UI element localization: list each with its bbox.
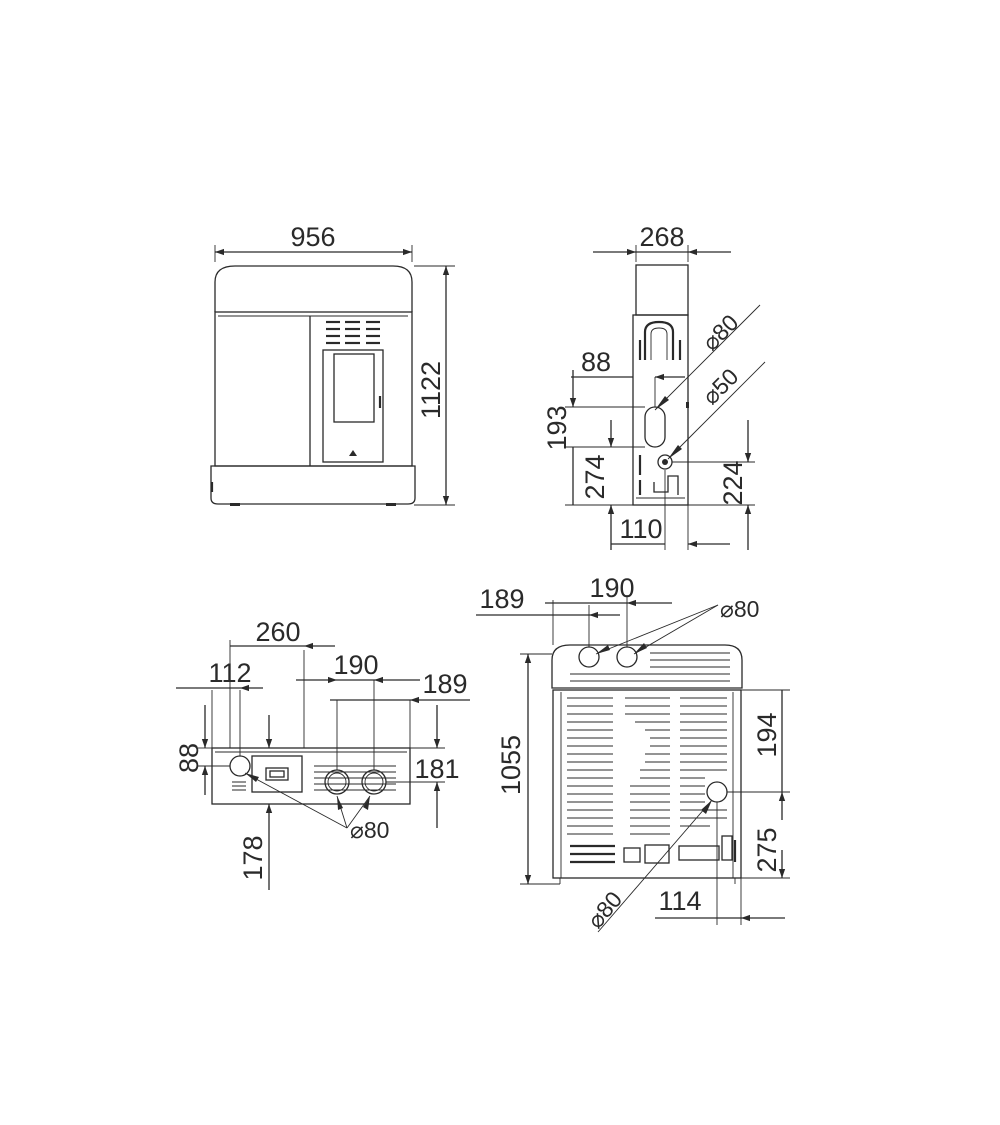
side-offset-110-label: 110: [619, 514, 662, 544]
top-112-label: 112: [208, 658, 251, 688]
top-189-label: 189: [422, 669, 467, 699]
side-depth-label: 268: [639, 222, 684, 252]
diameter-icon: ⌀: [350, 817, 364, 843]
front-width-label: 956: [290, 222, 335, 252]
rear-outlet-top-right: [616, 646, 638, 668]
side-flue-outlet: [644, 406, 666, 448]
top-88-label: 88: [174, 743, 204, 773]
front-grill: [326, 320, 380, 345]
front-view: 956 1122: [210, 222, 455, 506]
top-view: 260 112 190 189 88 181 178: [174, 617, 470, 890]
rear-top-diameter: ⌀80: [720, 596, 759, 622]
top-outlet-left: [229, 755, 251, 777]
top-181-label: 181: [414, 754, 459, 784]
rear-189-label: 189: [479, 584, 524, 614]
rear-outlet-top-left: [578, 646, 600, 668]
rear-body: [552, 689, 742, 879]
top-outlet-diameter: ⌀80: [350, 817, 389, 843]
top-190-label: 190: [333, 650, 378, 680]
side-body: [632, 314, 689, 506]
front-base: [210, 465, 416, 505]
side-height-274-label: 274: [580, 454, 610, 499]
rear-top-cap: [551, 644, 743, 689]
rear-275-label: 275: [752, 827, 782, 872]
rear-194-label: 194: [752, 712, 782, 757]
diameter-icon: ⌀: [720, 596, 734, 622]
top-body: [211, 747, 411, 805]
top-178-label: 178: [238, 835, 268, 880]
front-door-frame: [322, 349, 384, 463]
rear-bottom-diameter: ⌀80: [582, 886, 627, 933]
top-260-label: 260: [255, 617, 300, 647]
side-top-cap: [635, 264, 689, 316]
side-inlet-diameter: ⌀50: [697, 363, 743, 409]
rear-114-label: 114: [658, 886, 701, 916]
top-center-box: [251, 755, 303, 793]
rear-190-label: 190: [589, 573, 634, 603]
side-height-224-label: 224: [718, 460, 748, 505]
front-top-cap: [214, 265, 413, 312]
front-door-glass: [333, 353, 375, 423]
rear-height-label: 1055: [496, 735, 526, 795]
rear-view: 189 190 ⌀80 1055 194 275 114: [476, 573, 790, 933]
side-offset-88-label: 88: [581, 347, 611, 377]
side-height-193-label: 193: [542, 405, 572, 450]
front-height-label: 1122: [416, 361, 446, 419]
rear-lower-components: [570, 835, 737, 864]
side-flue-diameter: ⌀80: [697, 309, 743, 355]
rear-grill: [567, 697, 727, 835]
side-view: 268 ⌀80 ⌀50 88 193 274 224: [542, 222, 766, 550]
rear-air-inlet: [706, 781, 728, 803]
